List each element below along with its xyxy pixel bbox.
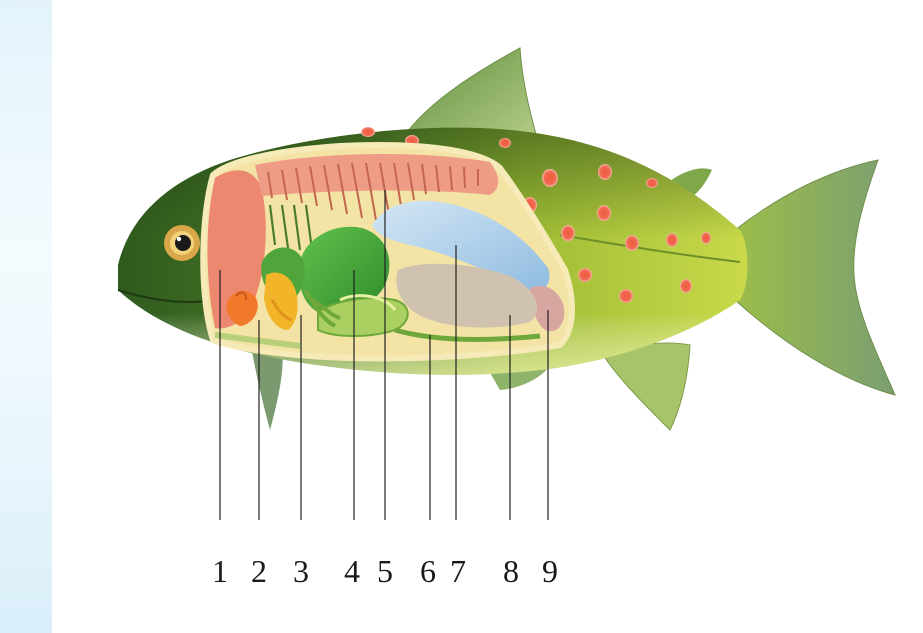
label-7: 7 [450,553,466,589]
label-2: 2 [251,553,267,589]
tail-fin [735,160,895,395]
eye [164,225,200,261]
label-6: 6 [420,553,436,589]
number-labels: 1 2 3 4 5 6 7 8 9 [212,553,558,589]
label-9: 9 [542,553,558,589]
label-1: 1 [212,553,228,589]
label-5: 5 [377,553,393,589]
dorsal-muscle [255,154,498,196]
label-3: 3 [293,553,309,589]
label-4: 4 [344,553,360,589]
label-8: 8 [503,553,519,589]
